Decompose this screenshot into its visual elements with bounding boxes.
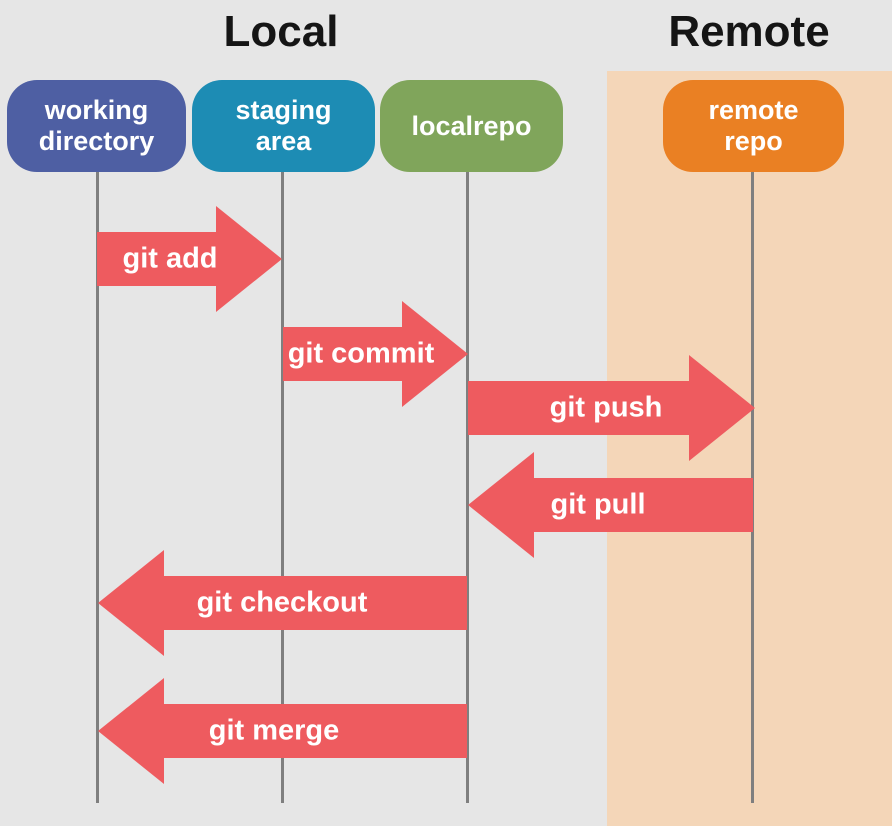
arrow-label-git-pull: git pull [550,488,646,521]
lifeline-staging-area [281,172,284,803]
arrow-label-git-checkout: git checkout [196,586,368,619]
lifeline-working-directory [96,172,99,803]
arrow-head-right-icon [689,355,755,461]
arrow-label-git-merge: git merge [208,714,340,747]
arrow-body [97,232,216,286]
node-staging-area: staging area [192,80,375,172]
arrow-body [534,478,753,532]
arrow-head-left-icon [468,452,534,558]
arrow-body [468,381,689,435]
local-section-title: Local [223,7,339,56]
arrow-body [283,327,402,381]
arrow-head-left-icon [98,550,164,656]
arrow-label-git-push: git push [549,391,663,424]
node-working-directory: working directory [7,80,186,172]
arrow-head-right-icon [216,206,282,312]
arrow-head-right-icon [402,301,468,407]
arrow-body [164,704,467,758]
remote-section-title: Remote [668,7,830,56]
node-remote-repo: remote repo [663,80,844,172]
arrow-body [164,576,467,630]
arrow-label-git-add: git add [122,242,218,275]
node-localrepo: localrepo [380,80,563,172]
arrow-label-git-commit: git commit [287,337,435,370]
lifeline-localrepo [466,172,469,803]
arrow-head-left-icon [98,678,164,784]
